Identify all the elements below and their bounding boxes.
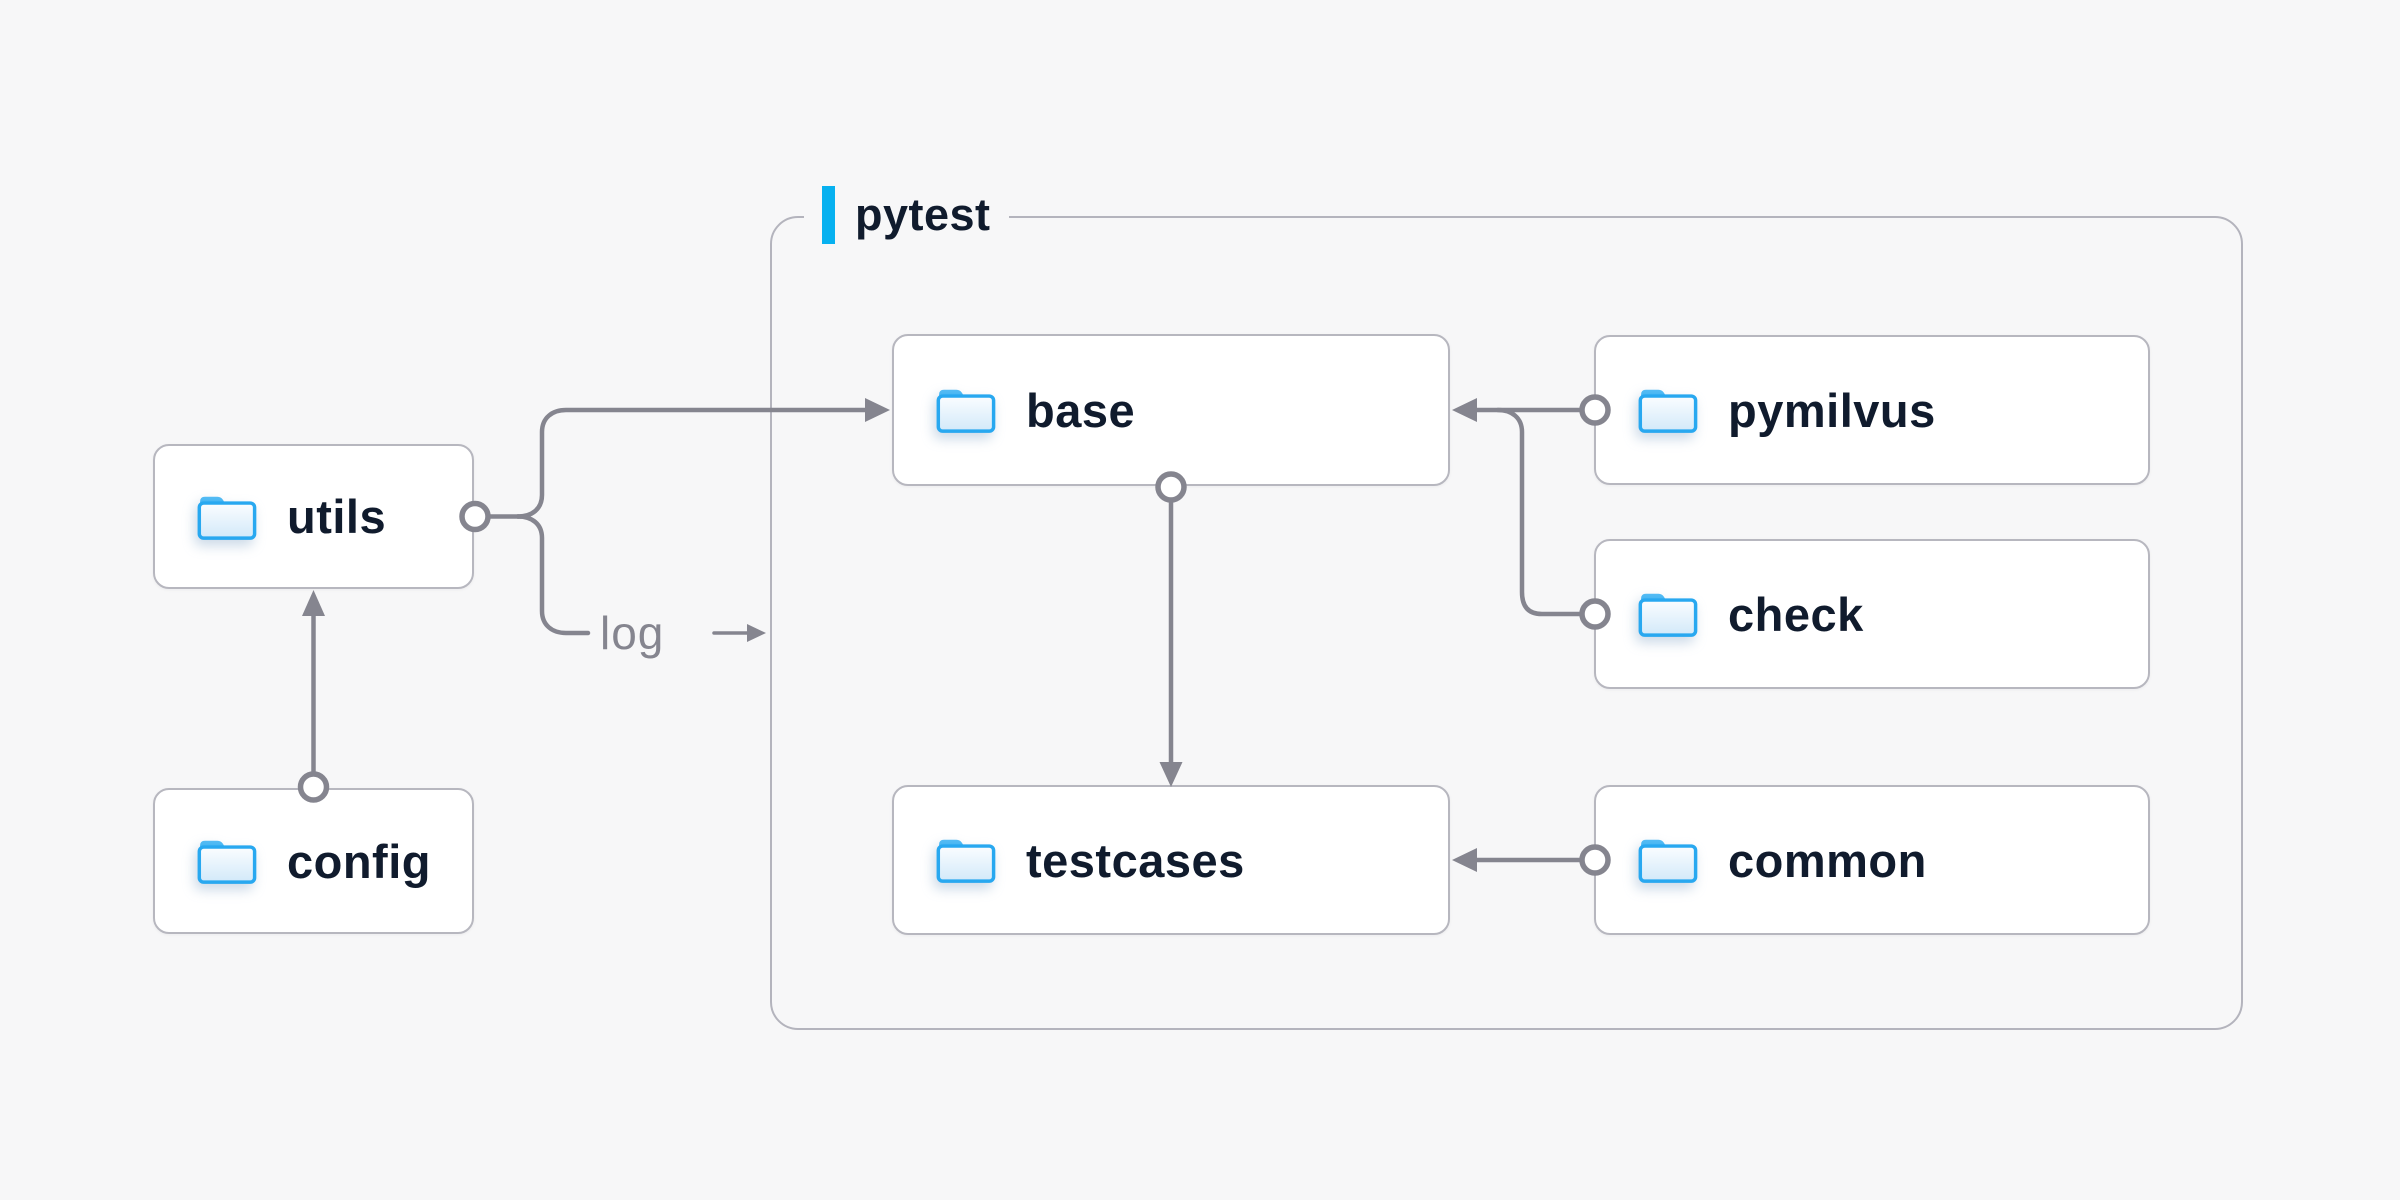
node-label: testcases (1026, 833, 1245, 887)
node-label: config (287, 834, 431, 888)
accent-bar-icon (822, 186, 835, 244)
node-testcases[interactable]: testcases (892, 785, 1450, 935)
edge-utils-log (515, 514, 591, 636)
folder-icon (936, 388, 996, 433)
node-label: base (1026, 383, 1136, 437)
group-title: pytest (855, 189, 991, 240)
folder-icon (1638, 388, 1698, 433)
pytest-group-container (770, 216, 2243, 1030)
folder-icon (197, 494, 257, 540)
node-common[interactable]: common (1594, 785, 2150, 935)
node-check[interactable]: check (1594, 539, 2150, 689)
node-label: common (1728, 833, 1927, 887)
node-utils[interactable]: utils (153, 444, 474, 589)
pytest-group-label: pytest (804, 186, 1009, 244)
folder-icon (197, 839, 257, 884)
node-label: check (1728, 587, 1864, 641)
arrowhead-into-utils (302, 590, 325, 616)
folder-icon (1638, 838, 1698, 883)
arrowhead-log (747, 624, 766, 642)
edge-label-log: log (600, 607, 665, 659)
folder-icon (1638, 592, 1698, 637)
node-pymilvus[interactable]: pymilvus (1594, 335, 2150, 485)
folder-icon (936, 838, 996, 883)
node-base[interactable]: base (892, 334, 1450, 486)
node-label: pymilvus (1728, 383, 1936, 437)
node-label: utils (287, 490, 387, 543)
node-config[interactable]: config (153, 788, 474, 934)
